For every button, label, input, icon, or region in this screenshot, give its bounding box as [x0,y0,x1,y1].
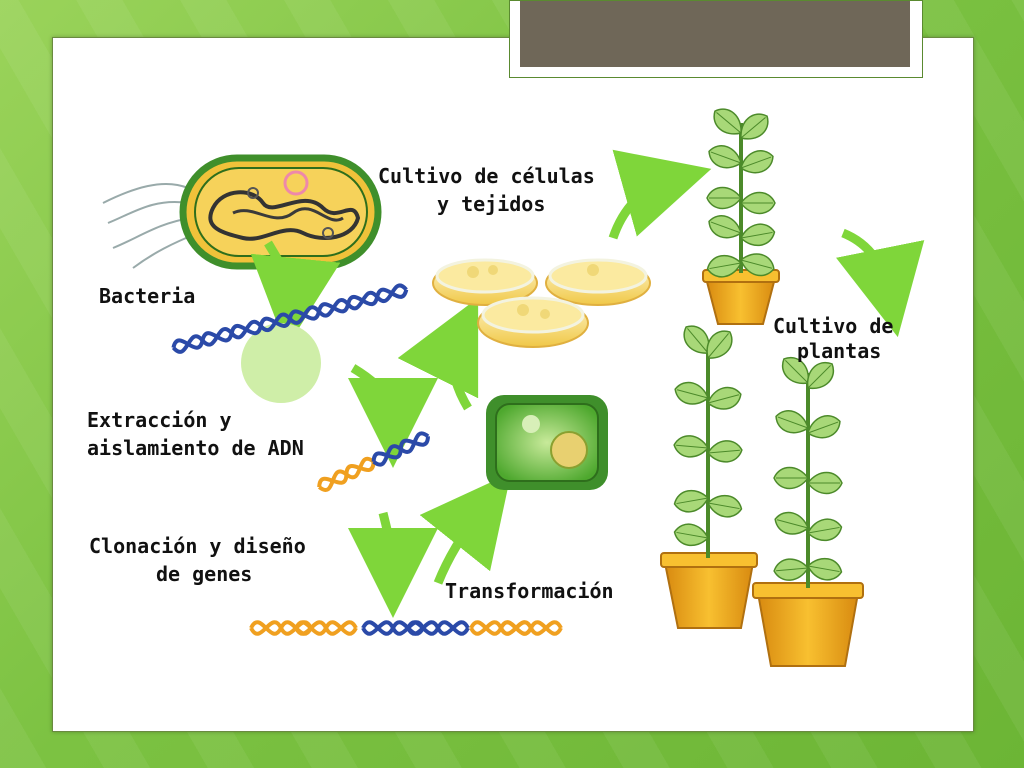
label-extraction-line1: Extracción y [87,408,232,432]
arrow-to-cloning [347,511,438,618]
arrow-bacteria-to-dna [250,240,341,348]
petri-dishes [432,258,651,348]
title-placeholder [509,0,923,78]
arrow-to-cell-culture [397,297,479,411]
bacteria-illustration [102,154,382,270]
label-cloning-line2: de genes [156,562,252,586]
arrow-to-transformation [419,472,512,585]
label-cell-culture-line1: Cultivo de células [378,164,595,188]
transformed-cell [486,395,608,490]
label-bacteria: Bacteria [99,284,195,308]
biotech-process-diagram: Bacteria Extracción y aislamiento de ADN… [87,102,925,667]
arrow-to-extraction [347,364,438,468]
label-transformation: Transformación [445,579,614,603]
label-cloning-line1: Clonación y diseño [89,534,306,558]
label-cell-culture-line2: y tejidos [437,192,545,216]
label-plant-culture-line2: plantas [797,339,881,363]
label-plant-culture-line1: Cultivo de [773,314,893,338]
slide-content: Bacteria Extracción y aislamiento de ADN… [52,37,974,732]
arrow-to-plant [608,149,712,240]
arrow-to-plant-culture [836,228,925,338]
label-extraction-line2: aislamiento de ADN [87,436,304,460]
plants-culture [660,319,864,667]
plant-top [702,102,780,325]
extracted-dna [170,282,410,403]
cloned-genes [249,620,563,636]
title-placeholder-fill [520,1,910,67]
isolated-dna [314,429,433,495]
